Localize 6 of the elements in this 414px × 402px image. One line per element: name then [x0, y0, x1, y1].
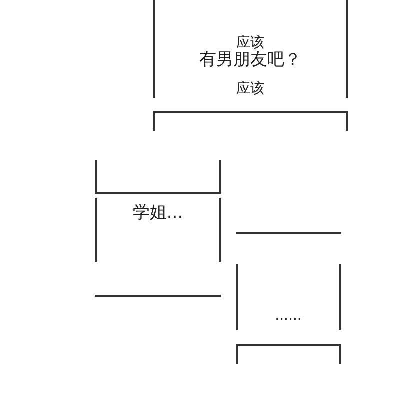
dialogue-text: 应该: [236, 34, 266, 52]
dialogue-text: 学姐...: [132, 202, 184, 224]
dialogue-text: 应该: [236, 80, 266, 98]
dialogue-text: ......: [274, 308, 303, 324]
dialogue-text: 有男朋友吧？: [198, 49, 302, 71]
comic-panel: [153, 0, 348, 98]
